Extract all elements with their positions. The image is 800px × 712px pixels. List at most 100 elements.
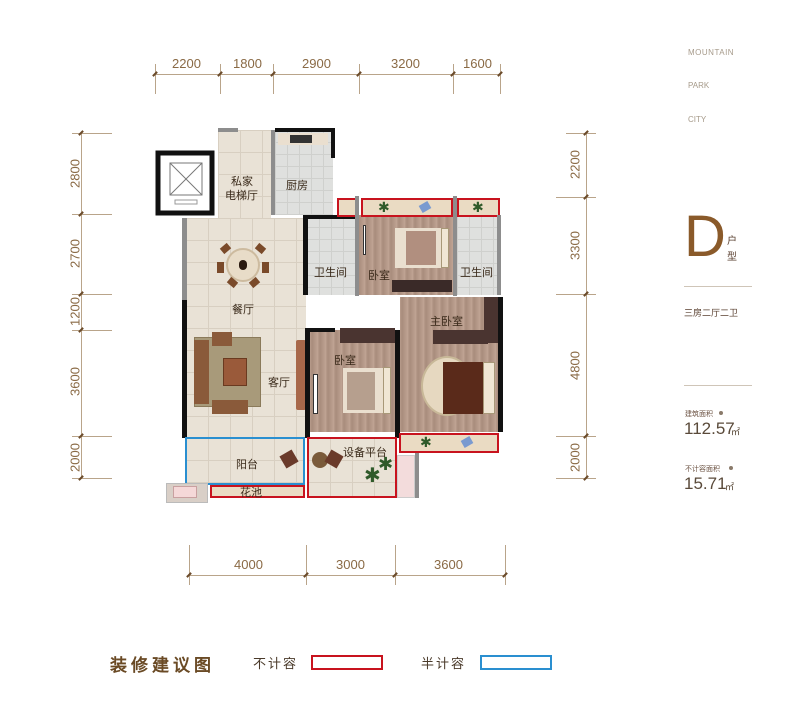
build-area-label: 建筑面积 [685,410,713,418]
dimension-extension [505,545,506,585]
divider [684,286,752,287]
wall [305,330,310,438]
dimension-extension [72,478,112,479]
dimension-line [155,74,501,75]
wall [303,215,355,219]
bullet-icon [719,411,723,415]
room-label-flower-bed: 花池 [240,486,262,499]
not-counted-area-window [457,198,500,217]
wall [271,130,275,215]
divider [684,385,752,386]
wardrobe-icon [363,225,366,255]
legend-swatch-not-counted [311,655,383,670]
room-label-bedroom-top: 卧室 [368,269,390,282]
dimension-label: 3600 [67,367,83,396]
dimension-label: 2200 [172,56,201,71]
elevator-icon [155,150,215,216]
dimension-extension [556,436,596,437]
area-unit: ㎡ [725,483,735,493]
wall [453,196,457,296]
brand-line: MOUNTAIN [688,48,735,57]
room-bathroom-left [307,215,357,295]
dimension-label: 2900 [302,56,331,71]
not-counted-area-bay-window [361,198,453,217]
dimension-label: 1800 [233,56,262,71]
plant-icon: ✱ [378,454,394,475]
wardrobe-icon [313,374,318,414]
room-label-living: 客厅 [268,376,290,389]
half-counted-area-balcony [185,437,305,485]
dimension-line [189,575,506,576]
room-label-dining: 餐厅 [232,303,254,316]
dimension-label: 3200 [391,56,420,71]
dimension-label: 2700 [67,239,83,268]
dimension-extension [72,294,112,295]
plant-icon: ✱ [364,463,381,487]
dimension-label: 2200 [567,150,583,179]
room-balcony [186,438,304,484]
dimension-label: 1600 [463,56,492,71]
brand-line: CITY [688,115,707,124]
wall [415,453,419,498]
tv-cabinet-icon [296,340,306,410]
wardrobe-icon [484,297,498,343]
brand-line: PARK [688,81,710,90]
wall [182,218,187,300]
wall [218,128,238,132]
dimension-extension [556,478,596,479]
dimension-label: 4800 [567,351,583,380]
elevator-shaft [153,148,217,218]
room-label-kitchen: 厨房 [286,179,308,192]
room-elevator-hall [218,130,271,218]
legend-swatch-half-counted [480,655,552,670]
dimension-line [586,133,587,478]
legend-label-not-counted: 不计容 [253,657,299,672]
extra-area-label: 不计容面积 [685,465,720,473]
dimension-label: 4000 [234,557,263,572]
dimension-extension [556,197,596,198]
room-label-elevator-hall: 私家 [231,175,253,188]
ac-pad [397,455,415,498]
room-label-bathroom-right: 卫生间 [460,266,493,279]
wall [331,128,335,158]
plant-icon: ✱ [472,200,484,216]
dimension-label: 2000 [567,443,583,472]
stove-icon [290,135,312,143]
wall [497,215,501,295]
bullet-icon [729,466,733,470]
not-counted-area-bay-window [399,433,499,453]
dimension-label: 2000 [67,443,83,472]
dimension-label: 3000 [336,557,365,572]
wall [355,196,359,296]
room-bathroom-right [457,215,500,295]
dimension-extension [220,64,221,94]
unit-type-suffix: 户 [727,236,737,247]
wardrobe-icon [433,330,488,344]
dimension-extension [155,64,156,94]
dimension-extension [72,330,112,331]
wall [303,215,308,295]
not-counted-area-window [337,198,357,217]
wall [182,300,187,438]
build-area-value: 112.57 [684,419,735,438]
desk-icon [392,280,452,292]
table-icon [312,452,328,468]
legend-title: 装修建议图 [110,656,215,676]
unit-type-letter: D [684,204,726,269]
room-label-equipment-platform: 设备平台 [343,446,387,459]
dimension-extension [306,545,307,585]
dimension-extension [500,64,501,94]
wall [498,297,503,432]
dimension-extension [556,294,596,295]
room-label-bedroom-mid: 卧室 [334,354,356,367]
unit-type-suffix: 型 [727,252,737,263]
wardrobe-icon [340,328,395,343]
dimension-extension [273,64,274,94]
dimension-extension [72,214,112,215]
area-unit: ㎡ [731,428,741,438]
dimension-extension [72,133,112,134]
dimension-label: 1200 [67,297,83,326]
room-label-bathroom-left: 卫生间 [314,266,347,279]
dimension-extension [359,64,360,94]
room-equipment-platform [308,438,396,498]
